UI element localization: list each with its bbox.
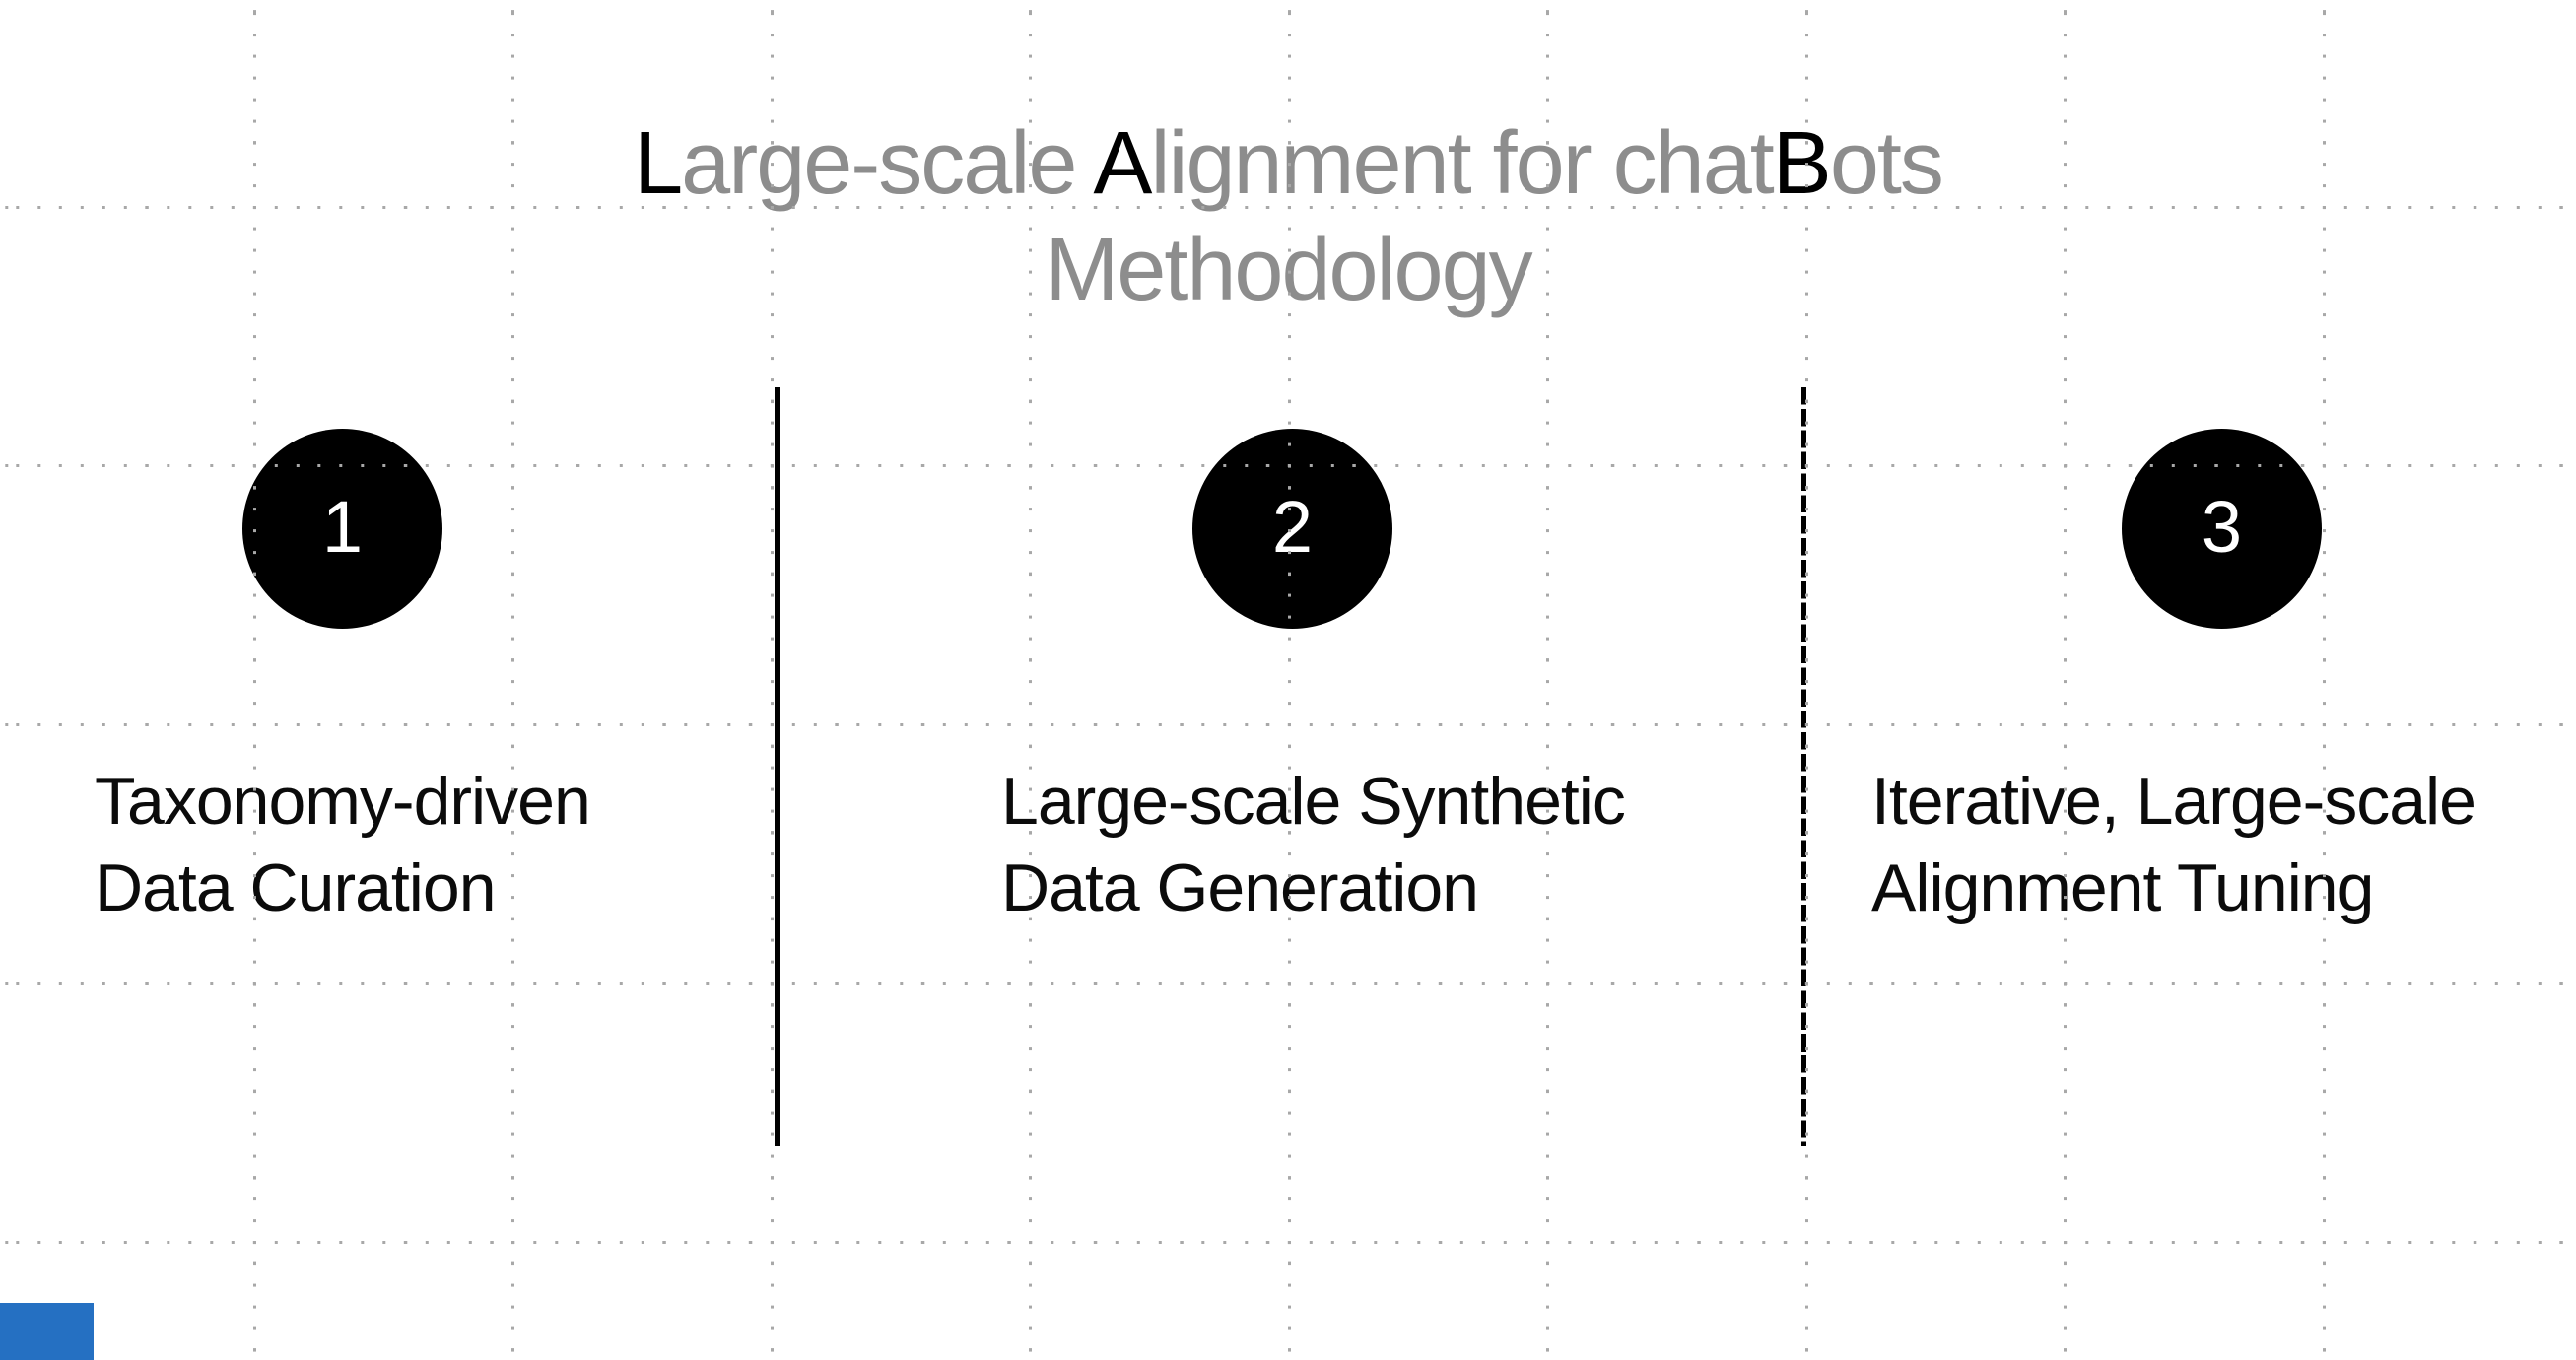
- step-2-label: Large-scale Synthetic Data Generation: [1001, 758, 1626, 931]
- step-2-label-line1: Large-scale Synthetic: [1001, 764, 1626, 839]
- title-segment: lignment for chat: [1150, 114, 1774, 213]
- step-2-circle: 2: [1192, 429, 1392, 629]
- step-1-label-line1: Taxonomy-driven: [95, 764, 591, 839]
- grid-line-horizontal: [0, 1240, 2576, 1244]
- step-1-label: Taxonomy-driven Data Curation: [95, 758, 591, 931]
- step-3-label: Iterative, Large-scale Alignment Tuning: [1871, 758, 2476, 931]
- divider-line-1: [775, 387, 780, 1146]
- step-3-circle: 3: [2122, 429, 2322, 629]
- step-3-label-line1: Iterative, Large-scale: [1871, 764, 2476, 839]
- step-3-label-line2: Alignment Tuning: [1871, 850, 2374, 925]
- step-3-number: 3: [2201, 486, 2243, 568]
- step-1-circle: 1: [242, 429, 442, 629]
- title-letter-A: A: [1093, 114, 1152, 213]
- grid-line-horizontal: [0, 982, 2576, 985]
- grid-line-horizontal: [0, 722, 2576, 726]
- slide-title-line1: Large-scale Alignment for chatBots: [0, 110, 2576, 217]
- title-letter-L: L: [634, 114, 683, 213]
- title-letter-B: B: [1772, 114, 1832, 213]
- divider-line-2: [1801, 387, 1806, 1146]
- title-segment: arge-scale: [681, 114, 1094, 213]
- title-segment: ots: [1829, 114, 1944, 213]
- step-1-number: 1: [321, 486, 364, 568]
- slide-title-line2: Methodology: [1045, 221, 1532, 319]
- step-2-number: 2: [1271, 486, 1314, 568]
- step-2-label-line2: Data Generation: [1001, 850, 1479, 925]
- slide-title: Large-scale Alignment for chatBots Metho…: [0, 110, 2576, 323]
- accent-square: [0, 1303, 94, 1360]
- step-1-label-line2: Data Curation: [95, 850, 497, 925]
